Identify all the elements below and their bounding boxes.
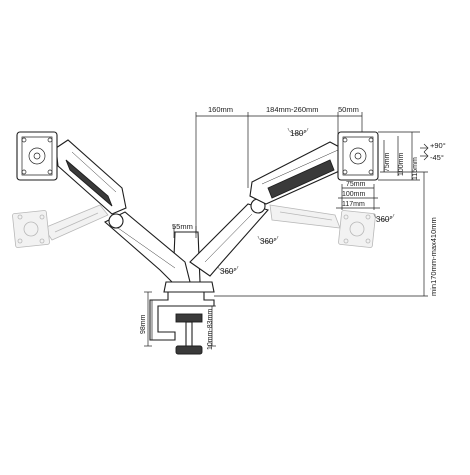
- vesa-75-width-label: 75mm: [346, 181, 366, 188]
- vesa-75-height-label: 75mm: [384, 152, 391, 172]
- clamp-range-label: 10mm-83mm: [207, 309, 214, 350]
- tilt-down-label: -45°: [430, 153, 444, 162]
- plate-height-label: 115mm: [412, 157, 419, 180]
- vesa-100-height-label: 100mm: [398, 152, 405, 176]
- right-upper-arm: [249, 141, 347, 205]
- plate-depth-label: 50mm: [338, 105, 359, 114]
- ghost-right-vesa-plate: [338, 210, 376, 248]
- height-dimension-line: [214, 171, 428, 297]
- tilt-up-label: +90°: [430, 141, 446, 150]
- clamp-height-label: 98mm: [140, 314, 147, 334]
- plate-rotation-label: 360°: [376, 215, 393, 224]
- left-lower-arm: [104, 211, 191, 283]
- arm-rotation-label: 360°: [260, 237, 277, 246]
- ghost-left-arm: [43, 204, 109, 241]
- right-lower-arm: [189, 198, 269, 277]
- clamp-dimension-lines: [144, 291, 216, 347]
- pole-dimension-line: [173, 226, 197, 238]
- desk-clamp: [149, 291, 215, 355]
- arm-reach-label: 184mm-260mm: [266, 105, 319, 114]
- base-rotation-label: 360°: [220, 267, 237, 276]
- top-dimension-lines: [195, 112, 363, 234]
- left-vesa-plate: [16, 131, 58, 181]
- total-height-label: min170mm-max410mm: [429, 217, 438, 296]
- arm-offset-label: 160mm: [208, 105, 233, 114]
- tilt-indicator: [420, 143, 429, 161]
- right-vesa-plate: [337, 131, 379, 181]
- left-upper-arm: [55, 139, 127, 215]
- ghost-right-arm: [269, 204, 341, 229]
- vesa-100-width-label: 100mm: [342, 191, 366, 198]
- plate-width-label: 117mm: [342, 201, 365, 208]
- rotation-arcs: [217, 127, 395, 273]
- ghost-left-vesa-plate: [12, 210, 50, 248]
- pole-width-label: 55mm: [172, 222, 193, 231]
- screen-rotation-label: 180°: [290, 129, 307, 138]
